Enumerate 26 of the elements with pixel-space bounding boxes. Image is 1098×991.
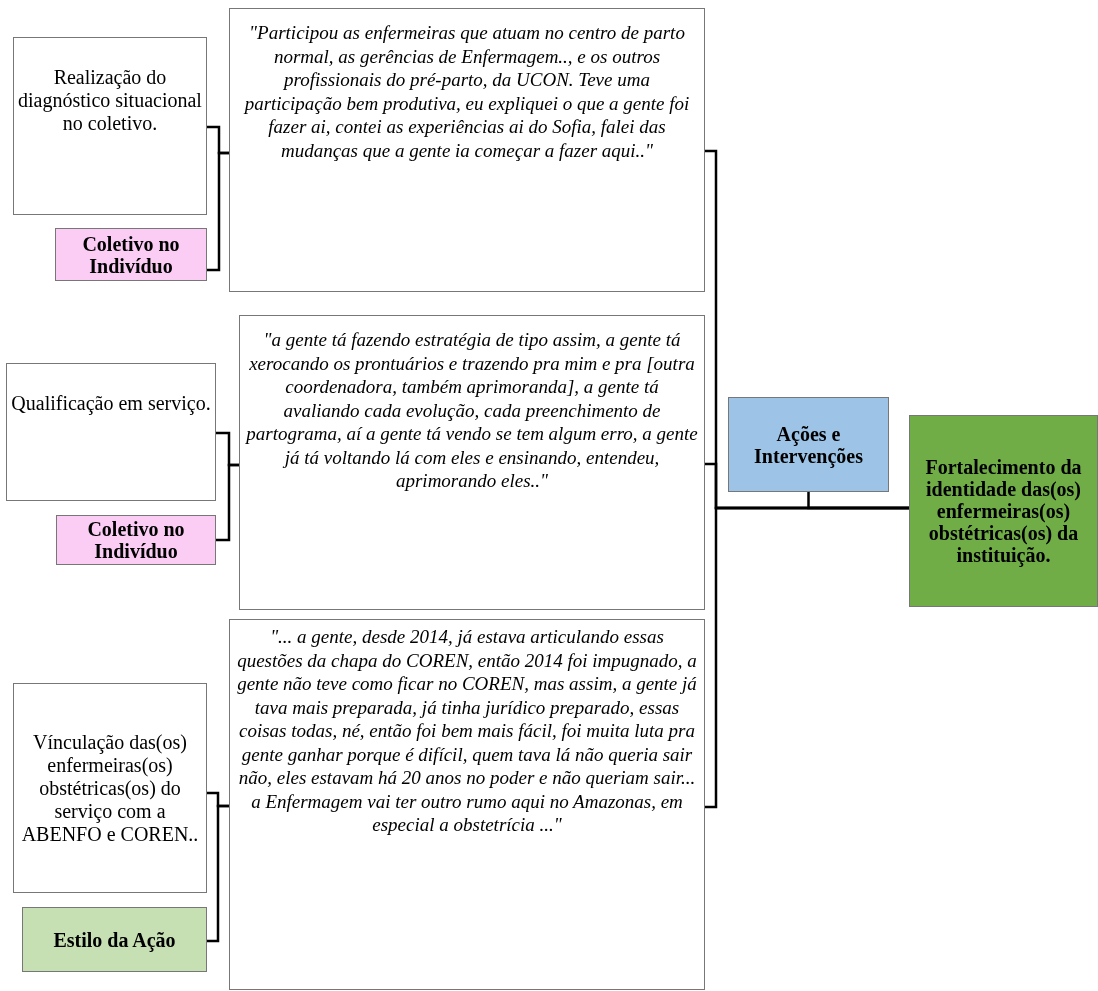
quote-text: "Participou as enfermeiras que atuam no centro de parto normal, as gerências de Enfermagem.., e os outros profissionais do pré-parto, da UCON. Teve uma participação bem produtiva, eu expliquei o que a gente foi fazer ai, contei as experiências ai do Sofia, falei das mudanças que a gente ia começar a fazer aqui.." [242, 21, 691, 162]
theme-box [728, 397, 889, 492]
box-label: Fortalecimento da identidade das(os) enfermeiras(os) obstétricas(os) da instituição. [924, 456, 1083, 566]
category-box [13, 683, 207, 893]
quote-text: "a gente tá fazendo estratégia de tipo assim, a gente tá xerocando os prontuários e trazendo pra mim e pra [outra coordenadora, também aprimoranda], a gente tá avaliando cada evolução, cada preenchimento de partograma, aí a gente tá vendo se tem algum erro, a gente já tá voltando lá com eles e ensinando, entendeu, aprimorando eles.." [246, 328, 698, 493]
quote-text: "... a gente, desde 2014, já estava articulando essas questões da chapa do COREN, então 2014 foi impugnado, a gente não teve como ficar no COREN, mas assim, a gente já tava mais preparada, já tinha jurídico preparado, essas coisas todas, né, então foi bem mais fácil, foi muita luta pra gente ganhar porque é difícil, quem tava lá não queria sair não, eles estavam há 20 anos no poder e não queriam sair... a Enfermagem vai ter outro rumo aqui no Amazonas, em especial a obstetrícia ..." [236, 625, 698, 837]
category-label [22, 907, 207, 972]
quote-box [229, 8, 705, 292]
quote-box [239, 315, 705, 610]
connector-line [207, 151, 229, 272]
box-label: Ações e Intervenções [753, 422, 864, 467]
connector-line [807, 492, 909, 510]
category-box [6, 363, 216, 501]
connector-line [207, 804, 229, 943]
box-label: Coletivo no Indivíduo [86, 518, 186, 562]
outcome-box [909, 415, 1098, 607]
box-label: Vínculação das(os) enfermeiras(os) obstétricas(os) do serviço com a ABENFO e COREN.. [20, 730, 200, 846]
connector-line [216, 463, 239, 542]
box-label: Coletivo no Indivíduo [81, 232, 181, 277]
quote-box [229, 619, 705, 990]
box-label: Qualificação em serviço. [11, 392, 211, 415]
category-box [13, 37, 207, 215]
category-label [56, 515, 216, 565]
box-label: Realização do diagnóstico situacional no coletivo. [17, 66, 203, 135]
box-label: Estilo da Ação [53, 928, 176, 951]
category-label [55, 228, 207, 281]
